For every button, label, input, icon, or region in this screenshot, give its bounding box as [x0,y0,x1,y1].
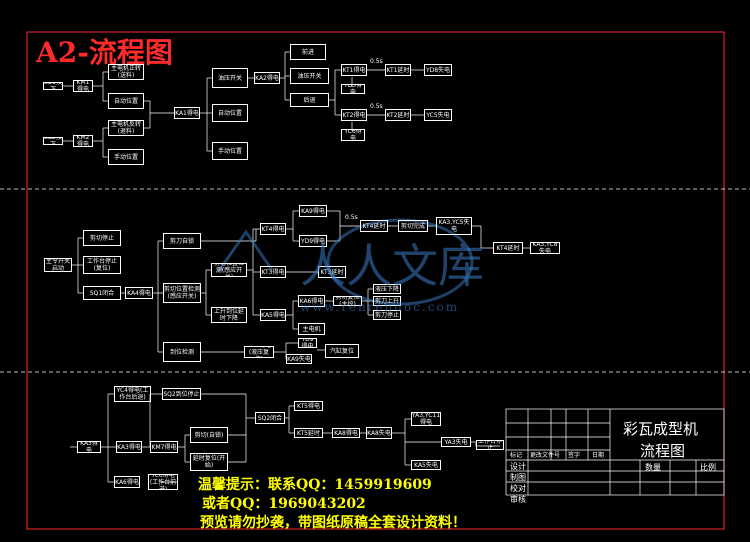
rev-date: 日期 [592,452,605,459]
mid-item-stop: 剪切停止 [83,230,121,246]
relay-box-kt4: KT4得电 [260,223,286,235]
right-item-3: 剪刀停止 [373,310,401,320]
output-box-yd5: YD5得电 [341,84,365,94]
branch-box-3: 手动位置 [212,142,248,160]
bot-box-sqz: SQ2到位停止 [162,388,201,400]
mid-item-sq1: SQ1闭合 [83,286,121,300]
bot-item-ka3: KA3得电 [116,441,142,453]
mid-box-main: 主电机 [298,323,325,335]
relay-box-ka2: KA2得电 [254,72,280,84]
notice-line-1: 温馨提示：联系QQ：1459919609 [198,477,432,493]
mid-box-sq: 剪切复位(主控) [333,296,362,306]
title-block-qty: 数量 [645,463,661,472]
relay-box-kt5: KT5得电 [294,401,323,411]
relay-box-ka9: KA9得电 [299,205,327,217]
relay-box-kt4-final: KT4延时 [493,242,523,254]
relay-box-kt2: KT2得电 [341,109,367,121]
mid-sub-detect: 剪切位置检测(感应开关) [211,263,247,277]
reset-box: 汽缸复位 [325,344,359,358]
bot-sub-2: 延时复位(开始) [190,453,228,471]
rev-sign: 签字 [568,452,581,459]
output-box-yd8: YD8失电 [424,64,452,76]
note-label-b: 0.5s [370,103,383,110]
relay-box-km2: KM2得电 [73,135,93,147]
title-block-row-draw: 制图 [510,473,526,482]
relay-box-ka6: KA6得电 [298,295,325,307]
mid-sub-rise: 上升到位延时下降 [211,307,247,323]
title-block-row-approve: 审核 [510,495,526,504]
rev-file: 更改文件号 [530,452,561,459]
title-block-lines [505,408,725,496]
right-item-2: 剪刀上升 [373,296,401,306]
cut-done-box: 剪切完成 [398,220,428,232]
relay-box-ka9-off: KA9失电 [286,354,312,364]
bot-out-2: YA3失电 [441,437,471,447]
line-box-forward: 主电机正转(送料) [108,64,144,80]
bot-box-yc6: YC6得电(工作台前进) [148,474,178,490]
mid-branch-pos: 到位检测 [163,342,201,362]
relay-box-ka1: KA1得电 [174,107,200,119]
notice-line-3: 预览请勿抄袭，带图纸原稿全套设计资料！ [200,515,466,531]
title-block-name-1: 彩瓦成型机 [623,420,699,438]
bot-item-ka6: KA6得电 [114,476,140,488]
relay-box-kt2-done: KT2延时 [385,109,411,121]
title-block-scale: 比例 [700,463,716,472]
relay-box-ka8-off: KA8失电 [366,427,392,439]
right-item-1: 液压下降 [373,284,401,294]
title-block-row-check: 校对 [510,484,526,493]
watermark-text: 人人文库 [300,239,484,293]
relay-box-ka4: KA4得电 [125,287,153,299]
bot-out-3: KA5失电 [411,460,441,470]
input-box-sb1: SB1按下 [43,82,63,90]
relay-box-ka8: KA8得电 [332,428,360,438]
title-block-row-design: 设计 [510,462,526,471]
mid-branch-lock: 剪刀自锁 [163,233,201,249]
relay-box-ka3: KA3得电 [77,441,101,453]
relay-box-yd9: YD9得电 [299,235,327,247]
output-box-yc5: YC5失电 [424,109,452,121]
bot-out-1: YA3,YC11得电 [411,412,441,426]
relay-box-kt5-done: KT5延时 [294,428,323,438]
input-box-sb2: SB2按下 [43,137,63,145]
drawing-frame [26,31,725,530]
bot-box-sq2: SQ2闭合 [255,412,285,424]
output-box-forward: 前进 [290,44,326,60]
mid-item-table: 工作台停止(复位) [83,256,121,274]
relay-box-yd9-b: YD9得电 [298,338,317,348]
relay-box-ka5: KA5得电 [260,309,286,321]
notice-line-2: 或者QQ：1969043202 [202,496,366,512]
line-box-forward-2: 自动位置 [108,93,144,109]
note-label-mid: 0.5s [345,214,358,221]
note-label-a: 0.5s [370,58,383,65]
drawing-title: A2-流程图 [36,36,173,69]
relay-box-km1: KM1得电 [73,80,93,92]
output-box-yc6: YC6得电 [341,129,365,141]
mid-box-yd9b: YD9得电(液压复位) [244,346,274,358]
bot-out-final: 工作台停止 [476,440,504,450]
bot-item-yc4: YC4得电(工作台后退) [114,386,151,402]
relay-box-kt3: KT3得电 [260,266,286,278]
watermark-url: www.renrendoc.com [300,300,460,314]
mid-branch-detect: 剪切位置检测(感应开关) [163,283,201,303]
output-box-back: 后退 [290,93,329,107]
end-box: KA3,YC8失电 [530,242,560,254]
rev-mark: 标记 [510,452,523,459]
bot-sub-1: 剪切(自锁) [190,427,228,443]
relay-box-kt3-done: KT3延时 [318,266,346,278]
title-block-name-2: 流程图 [640,442,686,460]
relay-box-kt1: KT1得电 [341,64,367,76]
start-box: 主令开关启动 [44,258,72,272]
connector-lines [63,51,530,483]
relay-box-ka10: KA3,YC5失电 [436,217,472,235]
relay-box-km7: KM7得电 [150,441,178,453]
relay-box-kt4-done: KT4延时 [360,220,388,232]
output-box-mid: 油压开关 [290,68,329,84]
branch-box-1: 油压开关 [212,68,248,88]
branch-box-2: 自动位置 [212,104,248,122]
line-box-reverse-2: 手动位置 [108,149,144,165]
line-box-reverse: 主电机反转(退料) [108,120,144,136]
relay-box-kt1-done: KT1延时 [385,64,411,76]
